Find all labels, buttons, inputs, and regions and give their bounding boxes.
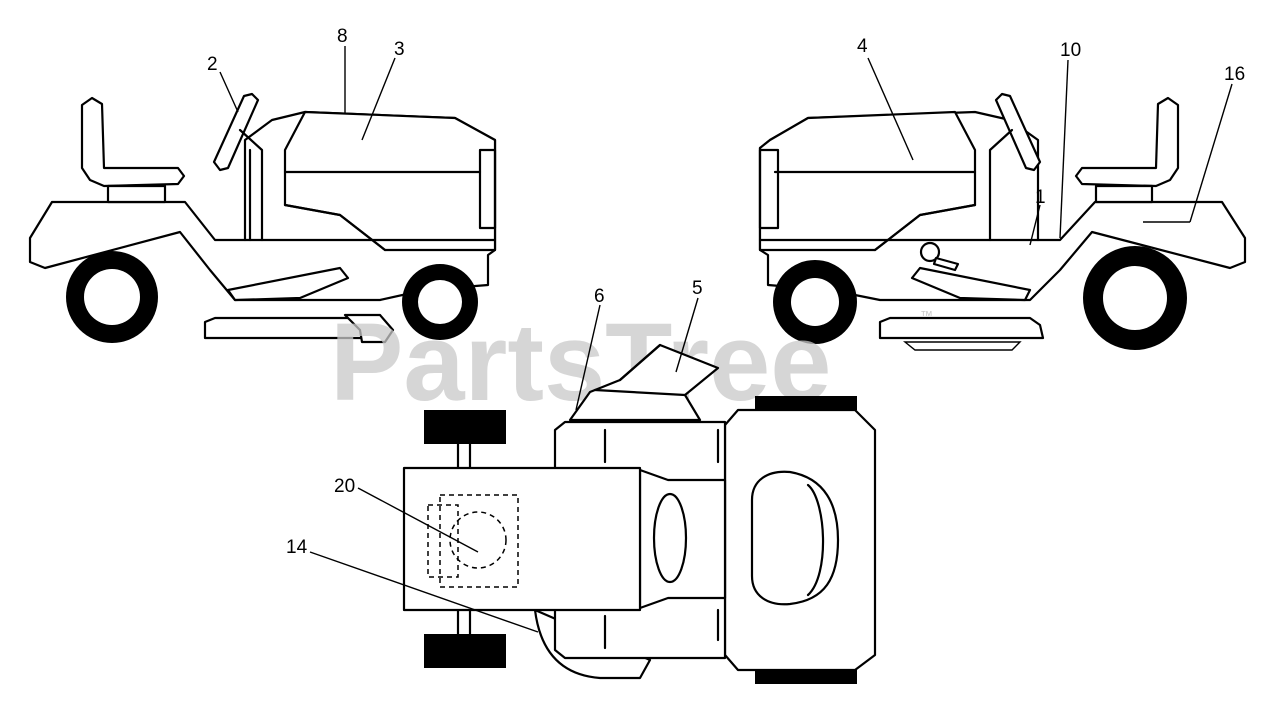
callout-20: 20: [334, 476, 355, 497]
callout-1: 1: [1035, 187, 1046, 208]
callout-16: 16: [1224, 64, 1245, 85]
tractor-top-view: [402, 343, 877, 684]
watermark-trademark: ™: [920, 308, 933, 323]
leader-lines: [219, 46, 1233, 633]
callout-5: 5: [692, 278, 703, 299]
callout-4: 4: [857, 36, 868, 57]
tractor-right-side-view: [758, 92, 1247, 351]
callout-10: 10: [1060, 40, 1081, 61]
callout-14: 14: [286, 537, 308, 558]
callout-3: 3: [394, 39, 405, 60]
callout-8: 8: [337, 26, 348, 47]
callout-2: 2: [207, 54, 218, 75]
callout-6: 6: [594, 286, 605, 307]
tractor-left-side-view: [28, 92, 497, 344]
